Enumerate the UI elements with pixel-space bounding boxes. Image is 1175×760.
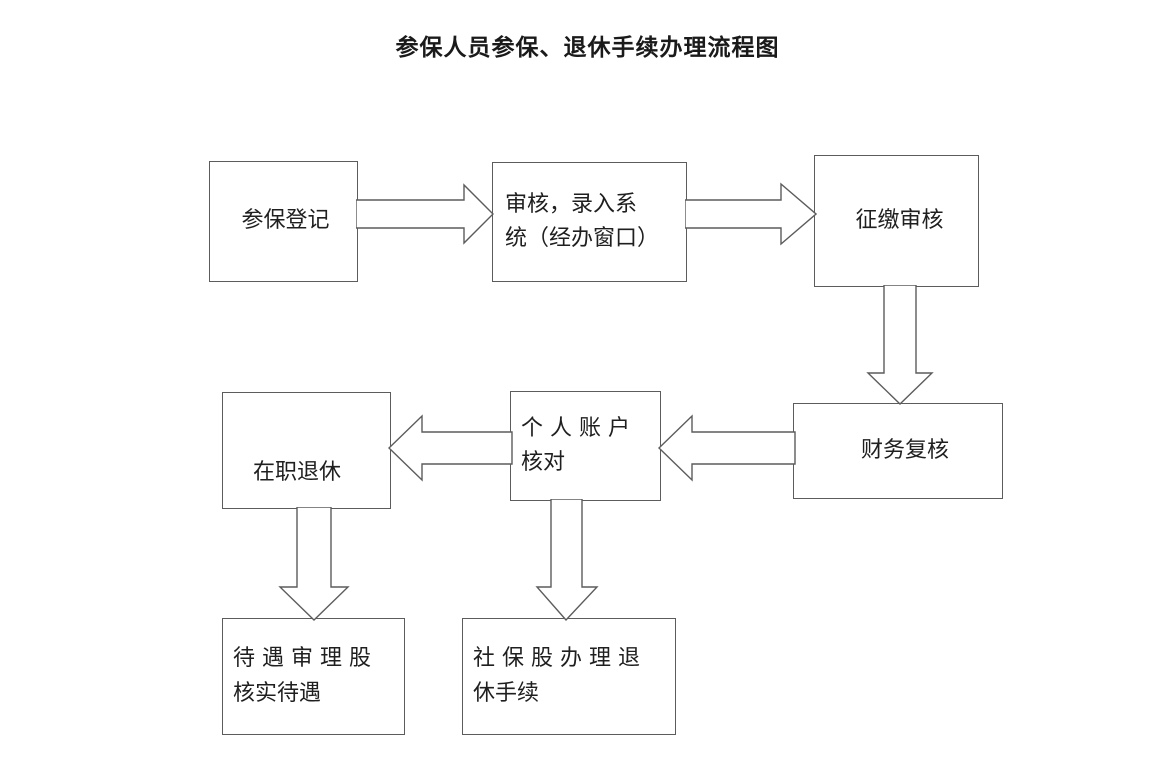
flow-node-label-line-2: 核实待遇 (233, 680, 322, 706)
flow-arrow-down-zaizhi-to-daiyu (278, 507, 350, 621)
flow-node-shenhe-luru[interactable]: 审核，录入系 统（经办窗口） (492, 162, 687, 282)
flow-node-label: 财务复核 (860, 437, 949, 463)
flow-node-label: 征缴审核 (855, 207, 944, 233)
flow-arrow-left-geren-to-zaizhi (388, 412, 513, 484)
flow-node-geren-zhanghu-hedui[interactable]: 个 人 账 户 核对 (510, 391, 661, 501)
flow-node-label: 参保登记 (241, 208, 330, 234)
flow-node-shebao-gu[interactable]: 社 保 股 办 理 退 休手续 (462, 618, 676, 735)
flow-node-label-line-1: 审核，录入系 (505, 191, 638, 217)
flow-arrow-right-shenhe-to-zhengjiao (685, 182, 817, 246)
flow-node-label: 在职退休 (253, 459, 342, 485)
flow-node-label-line-2: 统（经办窗口） (505, 226, 660, 251)
flow-node-zhengjiao-shenhe[interactable]: 征缴审核 (814, 155, 979, 287)
flow-node-zaizhi-tuixiu[interactable]: 在职退休 (222, 392, 391, 509)
flow-arrow-down-geren-to-shebao (535, 499, 599, 621)
flow-node-caiwu-fuhe[interactable]: 财务复核 (793, 403, 1003, 499)
flow-node-label-line-1: 待 遇 审 理 股 (233, 646, 371, 672)
flow-node-label-line-2: 休手续 (473, 680, 540, 706)
flow-node-daiyu-shenli-gu[interactable]: 待 遇 审 理 股 核实待遇 (222, 618, 405, 735)
flow-arrow-down-zhengjiao-to-caiwu (866, 285, 934, 405)
flow-arrow-left-caiwu-to-geren (658, 412, 796, 484)
flow-node-canbao-dengji[interactable]: 参保登记 (209, 161, 358, 282)
flow-node-label-line-1: 个 人 账 户 (521, 415, 630, 441)
page-title: 参保人员参保、退休手续办理流程图 (395, 35, 780, 61)
flow-node-label-line-1: 社 保 股 办 理 退 (473, 646, 640, 672)
flow-node-label-line-2: 核对 (521, 450, 566, 475)
flow-arrow-right-canbao-to-shenhe (356, 183, 494, 245)
